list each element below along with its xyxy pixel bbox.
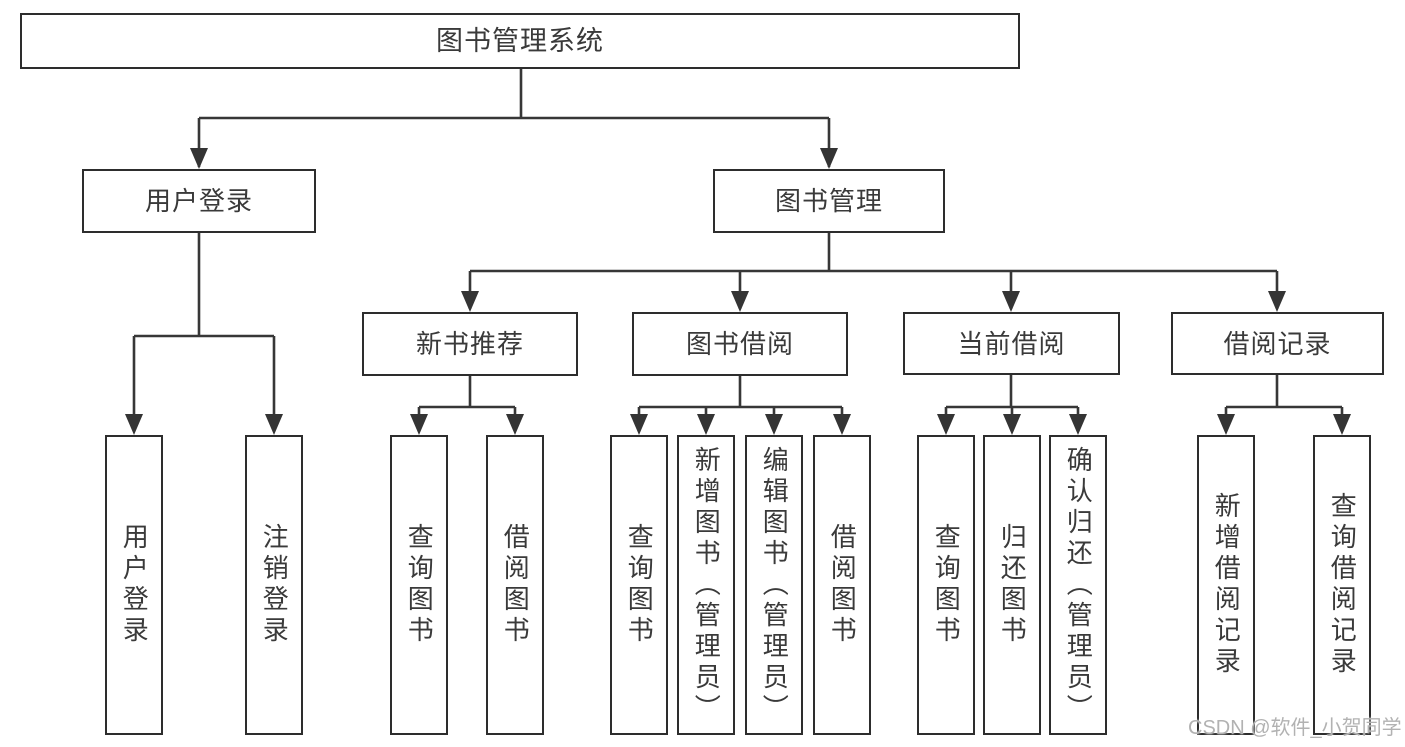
node-borrow-books: 借阅图书: [813, 435, 871, 735]
node-book-borrowing-label: 图书借阅: [685, 329, 794, 359]
node-borrow-books: 借阅图书: [486, 435, 544, 735]
node-return-books: 归还图书: [983, 435, 1041, 735]
node-add-books-admin: 新增图书（管理员）: [677, 435, 735, 735]
node-query-books-label: 查询图书: [404, 523, 435, 647]
node-new-book-recommendation-label: 新书推荐: [415, 329, 524, 359]
node-current-borrowing-label: 当前借阅: [957, 328, 1066, 359]
node-add-borrow-record-label: 新增借阅记录: [1211, 492, 1242, 678]
node-user-login-label: 用户登录: [144, 186, 253, 216]
node-borrowing-records-label: 借阅记录: [1223, 328, 1332, 359]
node-current-borrowing: 当前借阅: [903, 312, 1120, 375]
connector-paths: [132, 69, 1344, 431]
node-query-books-label: 查询图书: [931, 523, 962, 647]
node-query-books: 查询图书: [917, 435, 975, 735]
node-add-borrow-record: 新增借阅记录: [1197, 435, 1255, 735]
node-logout: 注销登录: [245, 435, 303, 735]
node-logout-label: 注销登录: [259, 523, 290, 647]
node-return-books-label: 归还图书: [997, 523, 1028, 647]
node-borrow-books-label: 借阅图书: [827, 523, 858, 647]
node-query-borrow-record-label: 查询借阅记录: [1327, 492, 1358, 678]
node-new-book-recommendation: 新书推荐: [362, 312, 578, 376]
node-borrow-books-label: 借阅图书: [500, 523, 531, 647]
node-library-management-system-label: 图书管理系统: [436, 25, 604, 56]
watermark: CSDN @软件_小贺同学: [1188, 717, 1402, 739]
node-query-borrow-record: 查询借阅记录: [1313, 435, 1371, 735]
node-library-management-system: 图书管理系统: [20, 13, 1020, 69]
node-confirm-return-admin-label: 确认归还（管理员）: [1063, 445, 1094, 725]
node-add-books-admin-label: 新增图书（管理员）: [691, 445, 722, 725]
node-query-books: 查询图书: [610, 435, 668, 735]
node-edit-books-admin: 编辑图书（管理员）: [745, 435, 803, 735]
node-login: 用户登录: [105, 435, 163, 735]
node-book-management-label: 图书管理: [774, 186, 883, 216]
node-login-label: 用户登录: [119, 523, 150, 647]
node-book-borrowing: 图书借阅: [632, 312, 848, 376]
arrowheads: [125, 148, 1351, 435]
node-query-books: 查询图书: [390, 435, 448, 735]
node-user-login: 用户登录: [82, 169, 316, 233]
node-edit-books-admin-label: 编辑图书（管理员）: [759, 445, 790, 725]
node-borrowing-records: 借阅记录: [1171, 312, 1384, 375]
node-book-management: 图书管理: [713, 169, 945, 233]
node-query-books-label: 查询图书: [624, 523, 655, 647]
node-confirm-return-admin: 确认归还（管理员）: [1049, 435, 1107, 735]
